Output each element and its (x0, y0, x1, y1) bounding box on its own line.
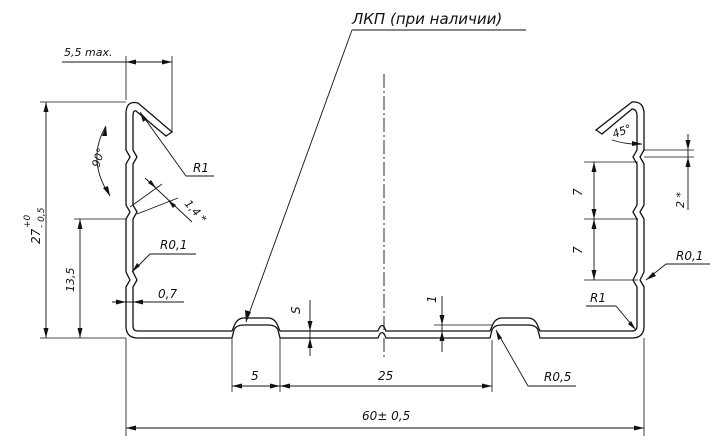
angle-left-dimension (96, 125, 111, 197)
thickness-label: S (289, 306, 303, 314)
coating-note: ЛКП (при наличии) (351, 10, 502, 28)
right-pitch-2-label: 7 (571, 246, 585, 254)
r01-right-leader (645, 263, 710, 281)
rib-dimensions (231, 338, 493, 392)
profile-outline (125, 101, 645, 339)
r1-right-label: R1 (590, 291, 606, 305)
r01-left-leader (131, 253, 196, 273)
overall-width-label: 60± 0,5 (362, 409, 410, 423)
r1-right-leader (586, 305, 637, 331)
lower-height-dimension (74, 218, 126, 338)
groove-spacing-dimension (129, 177, 193, 223)
right-pitch-dimensions (584, 161, 638, 281)
angle-right-label: 45° (611, 122, 634, 141)
coating-leader (245, 29, 526, 323)
r1-left-leader (139, 111, 214, 177)
groove-depth-label: 0,7 (158, 287, 177, 301)
right-lip-dimension (644, 134, 694, 210)
thickness-dimension (307, 300, 313, 356)
right-pitch-1-label: 7 (571, 188, 585, 196)
r01-left-label: R0,1 (160, 238, 187, 252)
overall-width-dimension (125, 338, 645, 436)
r01-right-label: R0,1 (676, 249, 703, 263)
angle-right-dimension (611, 139, 643, 146)
right-lip-label: 2 * (674, 192, 687, 208)
rib-spacing-label: 25 (378, 369, 393, 383)
lower-height-label: 13,5 (64, 268, 77, 293)
groove-spacing-label: 1,4 * (182, 197, 210, 226)
r1-left-label: R1 (193, 161, 209, 175)
rib-height-dimension (434, 296, 492, 352)
r05-leader (495, 329, 576, 387)
r05-label: R0,5 (544, 370, 571, 384)
height-tol-upper: +0 (23, 214, 33, 228)
height-main-label: 27 (29, 228, 43, 244)
overhang-label: 5,5 max. (64, 46, 112, 59)
groove-depth-dimension (112, 299, 184, 305)
height-dimension (40, 101, 126, 339)
rib-height-label: 1 (425, 295, 439, 303)
angle-left-label: 90° (89, 146, 107, 169)
height-tol-lower: - 0,5 (37, 207, 47, 228)
overhang-dimension (62, 56, 173, 132)
rib-width-label: 5 (251, 369, 259, 383)
